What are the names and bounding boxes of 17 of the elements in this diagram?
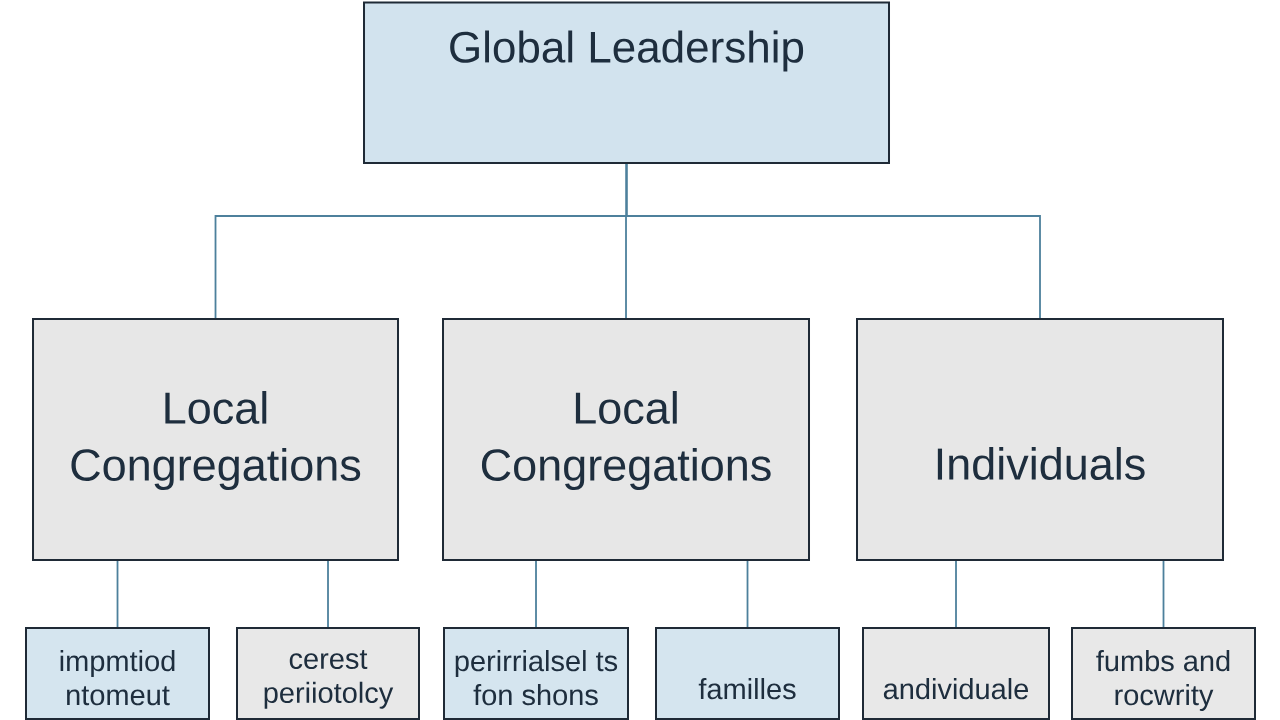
- org-chart-box: perirrialsel ts fon shons: [443, 627, 629, 720]
- connector-line: [746, 560, 749, 628]
- org-chart-box: cerest periiotolcy: [236, 627, 420, 720]
- connector-line: [327, 560, 329, 628]
- org-chart-box: fumbs and rocwrity: [1071, 627, 1256, 720]
- connector-line: [1162, 560, 1165, 628]
- org-chart-box: impmtiod ntomeut: [25, 627, 210, 720]
- org-chart-box: Local Congregations: [32, 318, 399, 561]
- org-chart-box: andividuale: [862, 627, 1050, 720]
- connector-line: [955, 560, 957, 628]
- connector-line: [116, 560, 119, 628]
- org-chart-box: Individuals: [856, 318, 1224, 561]
- connector-line: [625, 163, 1041, 319]
- connector-line: [535, 560, 537, 628]
- org-chart-box: Global Leadership: [363, 1, 890, 164]
- org-chart-box: Local Congregations: [442, 318, 810, 561]
- org-chart-box: familles: [655, 627, 840, 720]
